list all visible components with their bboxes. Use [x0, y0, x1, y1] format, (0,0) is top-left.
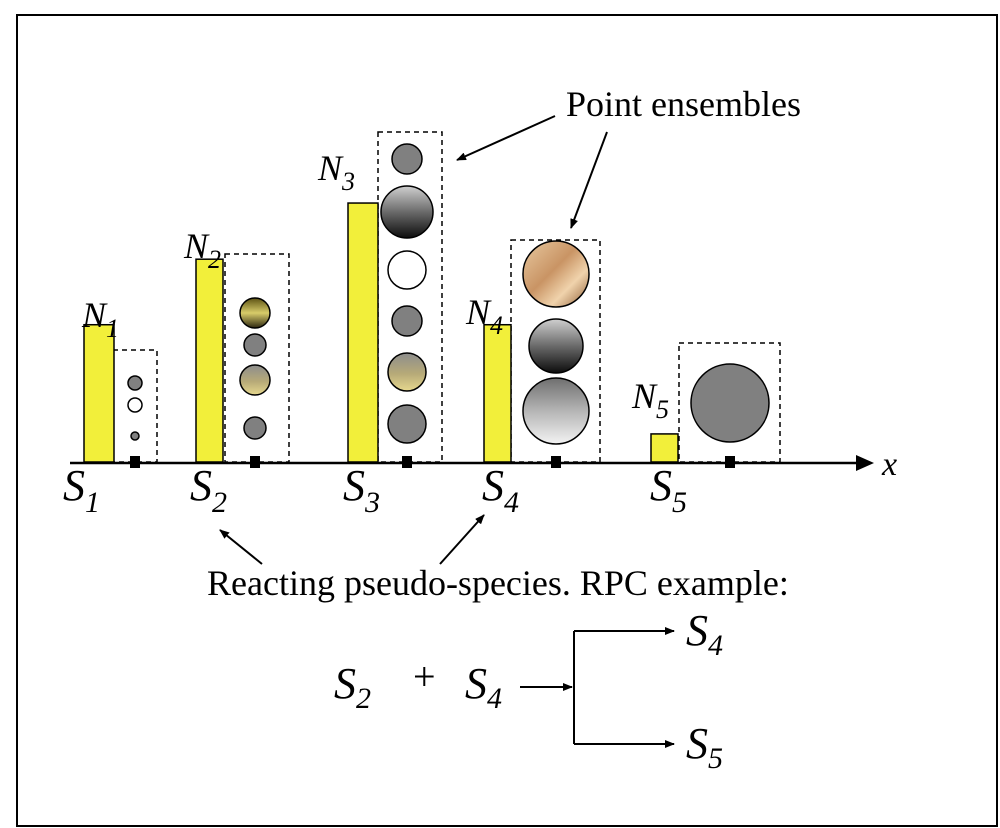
count-label: N5	[631, 376, 669, 424]
species-label: S3	[343, 461, 380, 519]
ensemble-point	[387, 352, 427, 392]
ensemble-box	[224, 253, 290, 463]
ensemble-point	[391, 305, 423, 337]
ensemble-point	[690, 363, 770, 443]
point-ensembles-arrow-2	[570, 131, 608, 229]
count-label: N1	[81, 295, 119, 343]
species-group-1: S1 N1	[63, 295, 158, 519]
population-bar	[650, 433, 679, 463]
count-label: N3	[317, 148, 355, 196]
population-bar	[195, 258, 224, 463]
reacting-arrow-s4	[439, 514, 485, 565]
ensemble-point	[387, 250, 427, 290]
count-label: N2	[183, 226, 221, 274]
reacting-arrow-s2	[219, 529, 263, 565]
species-label: S2	[190, 461, 227, 519]
reactant-2: S4	[465, 659, 502, 715]
species-label: S4	[482, 461, 519, 519]
position-marker	[402, 456, 412, 468]
x-axis-arrowhead	[856, 455, 874, 471]
point-ensembles-arrow-1	[456, 115, 556, 161]
reactant-1: S2	[334, 659, 371, 715]
position-marker	[250, 456, 260, 468]
x-axis-label: x	[881, 446, 897, 483]
species-group-2: S2 N2	[183, 226, 290, 519]
point-ensembles-label: Point ensembles	[566, 84, 801, 124]
product-1: S4	[686, 606, 723, 662]
ensemble-point	[130, 431, 140, 441]
reaction-scheme: S2 + S4 S4 S5	[334, 606, 723, 775]
position-marker	[551, 456, 561, 468]
ensemble-point	[387, 404, 427, 444]
population-bar	[83, 323, 115, 463]
species-group-4: S4 N4	[465, 239, 601, 519]
ensemble-point	[239, 297, 271, 329]
reacting-label: Reacting pseudo-species. RPC example:	[207, 563, 789, 603]
ensemble-point	[243, 333, 267, 357]
species-group-3: S3 N3	[317, 131, 443, 519]
species-group-5: S5 N5	[631, 342, 781, 519]
ensemble-point	[522, 240, 590, 308]
population-bar	[347, 202, 379, 463]
count-label: N4	[465, 292, 503, 340]
position-marker	[130, 456, 140, 468]
ensemble-point	[522, 377, 590, 445]
population-bar	[483, 323, 512, 463]
species-label: S1	[63, 461, 100, 519]
ensemble-point	[239, 364, 271, 396]
ensemble-point	[127, 397, 143, 413]
ensemble-point	[380, 185, 434, 239]
ensemble-point	[243, 416, 267, 440]
ensemble-point	[127, 375, 143, 391]
position-marker	[725, 456, 735, 468]
ensemble-point	[528, 318, 584, 374]
ensemble-point	[391, 143, 423, 175]
species-label: S5	[650, 461, 687, 519]
plus-sign: +	[413, 654, 436, 699]
product-2: S5	[686, 719, 723, 775]
